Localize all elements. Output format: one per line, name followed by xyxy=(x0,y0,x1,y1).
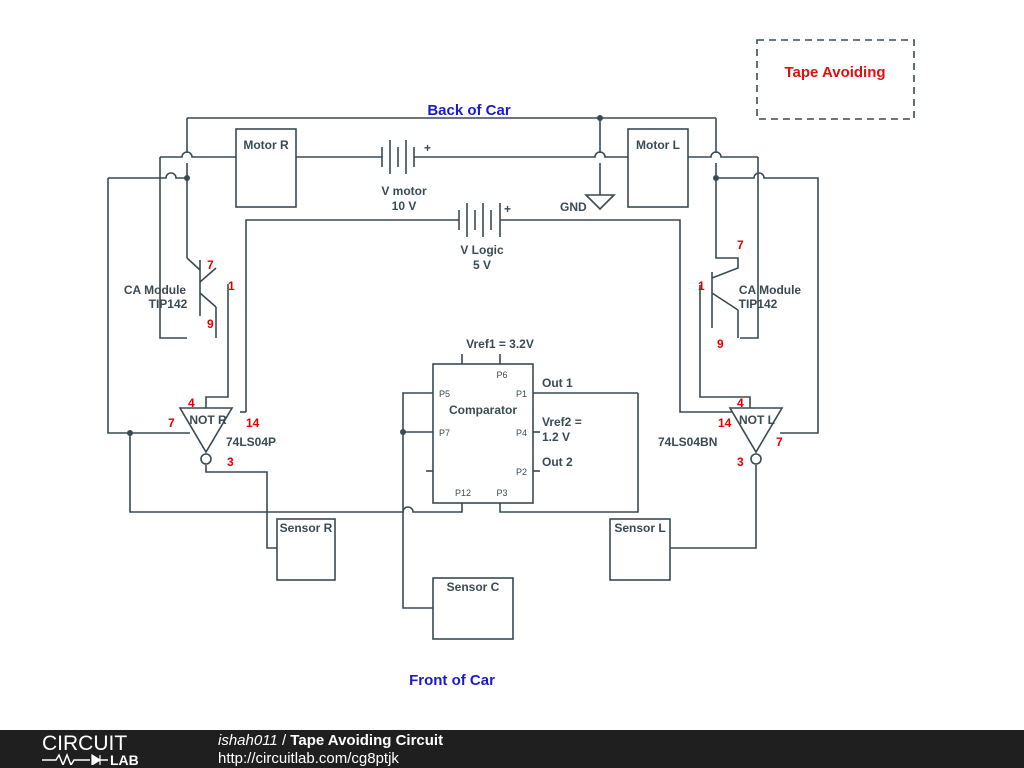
footer-title: ishah011 / Tape Avoiding Circuit xyxy=(218,732,444,749)
junctions xyxy=(127,115,719,436)
front-of-car-label: Front of Car xyxy=(409,672,495,689)
svg-text:7: 7 xyxy=(737,238,744,252)
svg-text:Sensor L: Sensor L xyxy=(614,521,665,535)
svg-text:9: 9 xyxy=(207,317,214,331)
sensor-c: Sensor C xyxy=(432,577,514,640)
battery-v-logic: + V Logic 5 V xyxy=(458,202,511,272)
back-of-car-label: Back of Car xyxy=(427,102,511,119)
v-motor-name: V motor xyxy=(381,184,427,198)
svg-text:1: 1 xyxy=(698,279,705,293)
svg-text:Out 1: Out 1 xyxy=(542,376,573,390)
svg-text:Sensor C: Sensor C xyxy=(447,580,500,594)
svg-text:4: 4 xyxy=(737,396,744,410)
svg-text:P7: P7 xyxy=(439,428,450,438)
title-box: Tape Avoiding xyxy=(756,39,915,120)
svg-text:14: 14 xyxy=(718,416,732,430)
not-r-gate: NOT R 4 7 14 3 74LS04P xyxy=(168,396,276,469)
svg-text:+: + xyxy=(504,202,511,216)
svg-text:P6: P6 xyxy=(496,370,507,380)
svg-text:P12: P12 xyxy=(455,488,471,498)
svg-text:CA Module: CA Module xyxy=(124,283,187,297)
svg-text:P2: P2 xyxy=(516,467,527,477)
v-logic-name: V Logic xyxy=(460,243,504,257)
svg-text:3: 3 xyxy=(227,455,234,469)
comparator-chip: Comparator Vref1 = 3.2V Out 1 Vref2 = 1.… xyxy=(432,337,582,504)
svg-text:P1: P1 xyxy=(516,389,527,399)
svg-text:Vref1 = 3.2V: Vref1 = 3.2V xyxy=(466,337,534,351)
svg-text:1.2 V: 1.2 V xyxy=(542,430,570,444)
v-logic-value: 5 V xyxy=(473,258,491,272)
svg-text:Comparator: Comparator xyxy=(449,403,517,417)
svg-text:Sensor R: Sensor R xyxy=(280,521,333,535)
ground-symbol: GND xyxy=(560,194,616,214)
sensor-l: Sensor L xyxy=(609,518,671,581)
svg-text:1: 1 xyxy=(228,279,235,293)
svg-text:4: 4 xyxy=(188,396,195,410)
circuit-schematic: Tape Avoiding xyxy=(107,39,915,689)
not-l-gate: NOT L 4 14 7 3 74LS04BN xyxy=(658,396,784,469)
svg-text:P3: P3 xyxy=(496,488,507,498)
title-box-text: Tape Avoiding xyxy=(784,64,885,81)
battery-v-motor: + V motor 10 V xyxy=(381,140,431,213)
footer-bar: CIRCUIT LAB ishah011 / Tape Avoiding Cir… xyxy=(0,730,1024,768)
svg-text:7: 7 xyxy=(776,435,783,449)
svg-text:7: 7 xyxy=(168,416,175,430)
wires xyxy=(107,117,819,609)
chip-left-label: 74LS04P xyxy=(226,435,276,449)
svg-text:3: 3 xyxy=(737,455,744,469)
circuitlab-logo: CIRCUIT LAB xyxy=(42,733,139,765)
circuit-name: Tape Avoiding Circuit xyxy=(290,732,444,749)
svg-text:P5: P5 xyxy=(439,389,450,399)
motor-l: Motor L xyxy=(627,128,689,208)
svg-text:9: 9 xyxy=(717,337,724,351)
svg-text:LAB: LAB xyxy=(110,752,139,765)
svg-text:NOT R: NOT R xyxy=(189,413,227,427)
sensor-r: Sensor R xyxy=(276,518,336,581)
ca-module-left: CA Module TIP142 7 1 9 xyxy=(124,258,235,331)
svg-text:TIP142: TIP142 xyxy=(149,297,188,311)
svg-text:Vref2 =: Vref2 = xyxy=(542,415,582,429)
svg-text:14: 14 xyxy=(246,416,260,430)
author-link[interactable]: ishah011 xyxy=(218,732,278,749)
svg-text:P4: P4 xyxy=(516,428,527,438)
svg-text:CIRCUIT: CIRCUIT xyxy=(42,733,127,755)
chip-right-label: 74LS04BN xyxy=(658,435,717,449)
circuit-url-link[interactable]: http://circuitlab.com/cg8ptjk xyxy=(218,750,399,767)
svg-text:CA Module: CA Module xyxy=(739,283,802,297)
ca-module-right: CA Module TIP142 7 1 9 xyxy=(698,238,801,351)
svg-text:+: + xyxy=(424,141,431,155)
motor-r-label: Motor R xyxy=(243,138,289,152)
svg-text:Out 2: Out 2 xyxy=(542,455,573,469)
gnd-label: GND xyxy=(560,200,587,214)
svg-text:NOT L: NOT L xyxy=(739,413,775,427)
motor-l-label: Motor L xyxy=(636,138,680,152)
svg-text:7: 7 xyxy=(207,258,214,272)
v-motor-value: 10 V xyxy=(392,199,417,213)
motor-r: Motor R xyxy=(235,128,297,208)
svg-text:TIP142: TIP142 xyxy=(739,297,778,311)
